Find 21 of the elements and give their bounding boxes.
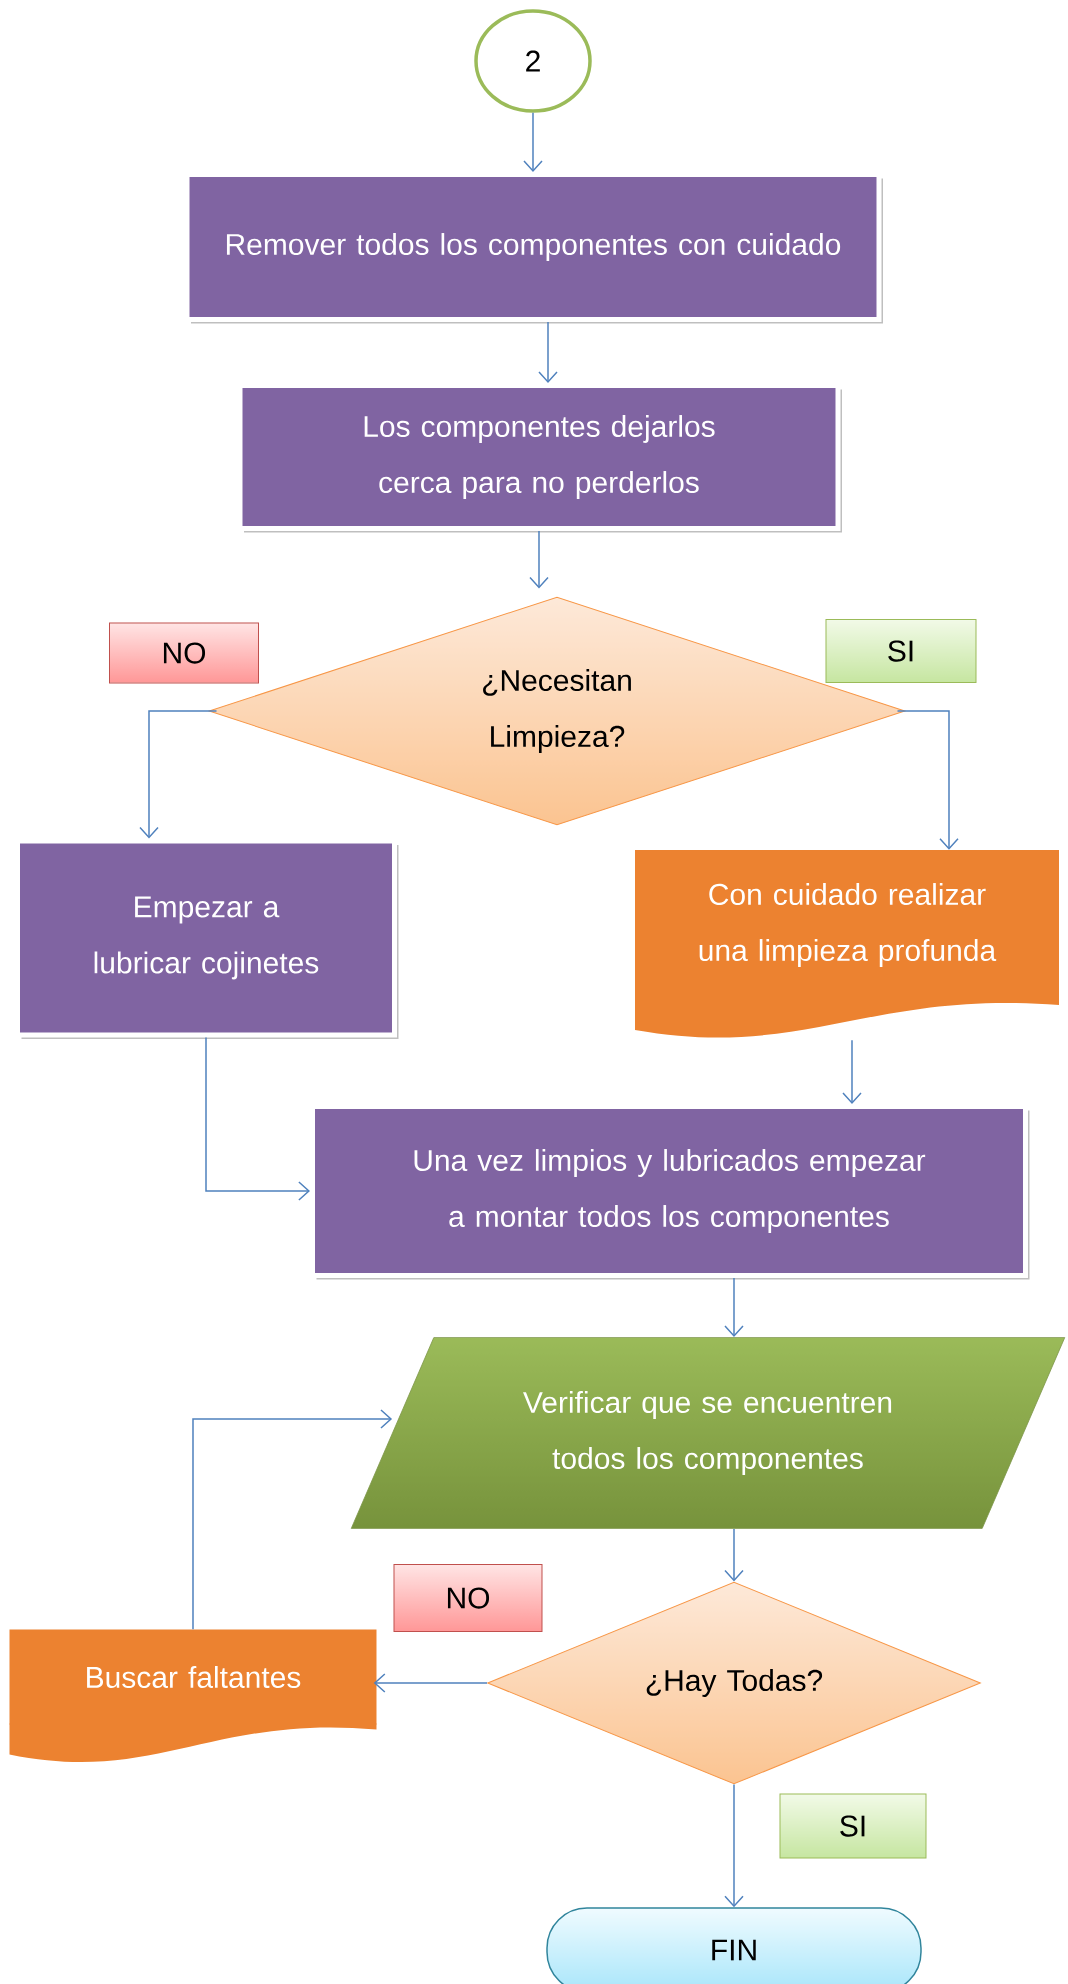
arrow bbox=[192, 1409, 393, 1631]
arrow bbox=[724, 1783, 744, 1908]
arrow bbox=[538, 321, 558, 384]
arrow bbox=[529, 530, 549, 589]
arrow bbox=[842, 1039, 862, 1104]
no-label-box: NO bbox=[393, 1564, 543, 1632]
arrow bbox=[523, 112, 543, 173]
yes-label-box: SI bbox=[825, 619, 977, 683]
arrow bbox=[896, 710, 959, 850]
process-box: Remover todos los componentes con cuidado bbox=[184, 172, 883, 324]
arrow bbox=[373, 1673, 488, 1693]
arrow bbox=[205, 1036, 310, 1201]
yes-label-box: SI bbox=[779, 1793, 927, 1859]
no-label-box: NO bbox=[109, 622, 259, 684]
data-parallelogram: Verificar que se encuentren todos los componentes bbox=[350, 1337, 1066, 1529]
arrow bbox=[724, 1277, 744, 1338]
process-box: Empezar a lubricar cojinetes bbox=[15, 838, 399, 1039]
arrow bbox=[139, 710, 218, 839]
arrow bbox=[724, 1528, 744, 1582]
process-box: Una vez limpios y lubricados empezar a montar todos los componentes bbox=[310, 1104, 1030, 1280]
process-box: Los componentes dejarlos cerca para no perderlos bbox=[237, 383, 842, 533]
